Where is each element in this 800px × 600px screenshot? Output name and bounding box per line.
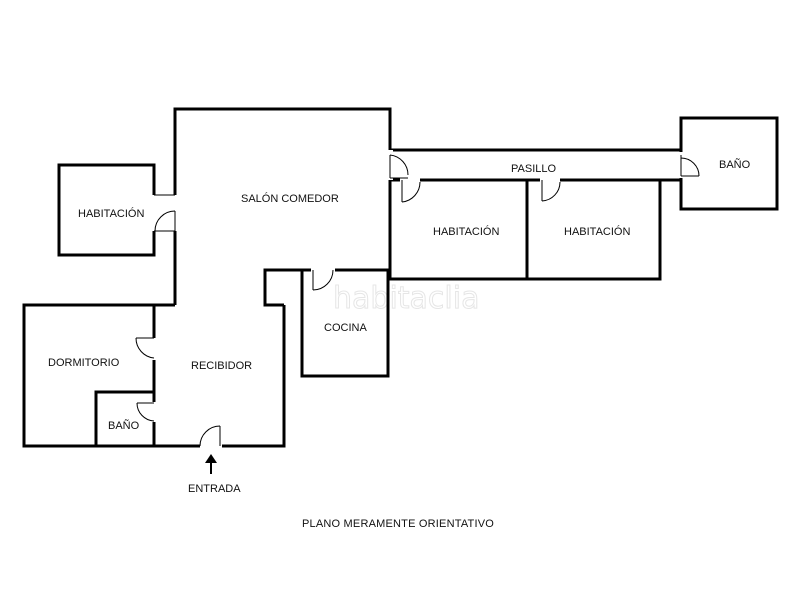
label-salon-comedor: SALÓN COMEDOR [241, 192, 339, 205]
label-recibidor: RECIBIDOR [191, 360, 252, 372]
room-recibidor [152, 303, 286, 448]
door-habitacion-left [154, 194, 176, 232]
room-salon-comedor [173, 107, 392, 307]
label-habitacion-left: HABITACIÓN [78, 207, 144, 220]
room-dormitorio [22, 303, 156, 448]
label-bano-right: BAÑO [719, 158, 751, 171]
door-bano-right [680, 155, 700, 177]
room-cocina [300, 268, 390, 378]
label-pasillo: PASILLO [511, 163, 556, 175]
door-dormitorio [135, 337, 155, 359]
door-habitacion-mid [401, 180, 421, 203]
watermark-logo: habitaclia [333, 281, 479, 316]
label-habitacion-right: HABITACIÓN [564, 225, 630, 238]
door-pasillo-entry [389, 154, 409, 179]
door-habitacion-right [541, 180, 561, 202]
door-entrada [199, 425, 221, 447]
door-bano-small [136, 402, 155, 422]
footer-note: PLANO MERAMENTE ORIENTATIVO [302, 518, 494, 530]
label-entrada: ENTRADA [188, 483, 241, 495]
door-cocina [312, 269, 334, 291]
label-cocina: COCINA [324, 322, 367, 334]
entrance-arrow-icon [205, 454, 217, 474]
label-dormitorio: DORMITORIO [48, 357, 120, 369]
label-bano-small: BAÑO [108, 419, 140, 432]
room-habitacion-right [525, 178, 662, 281]
label-habitacion-mid: HABITACIÓN [433, 225, 499, 238]
room-bano-small [94, 390, 156, 448]
